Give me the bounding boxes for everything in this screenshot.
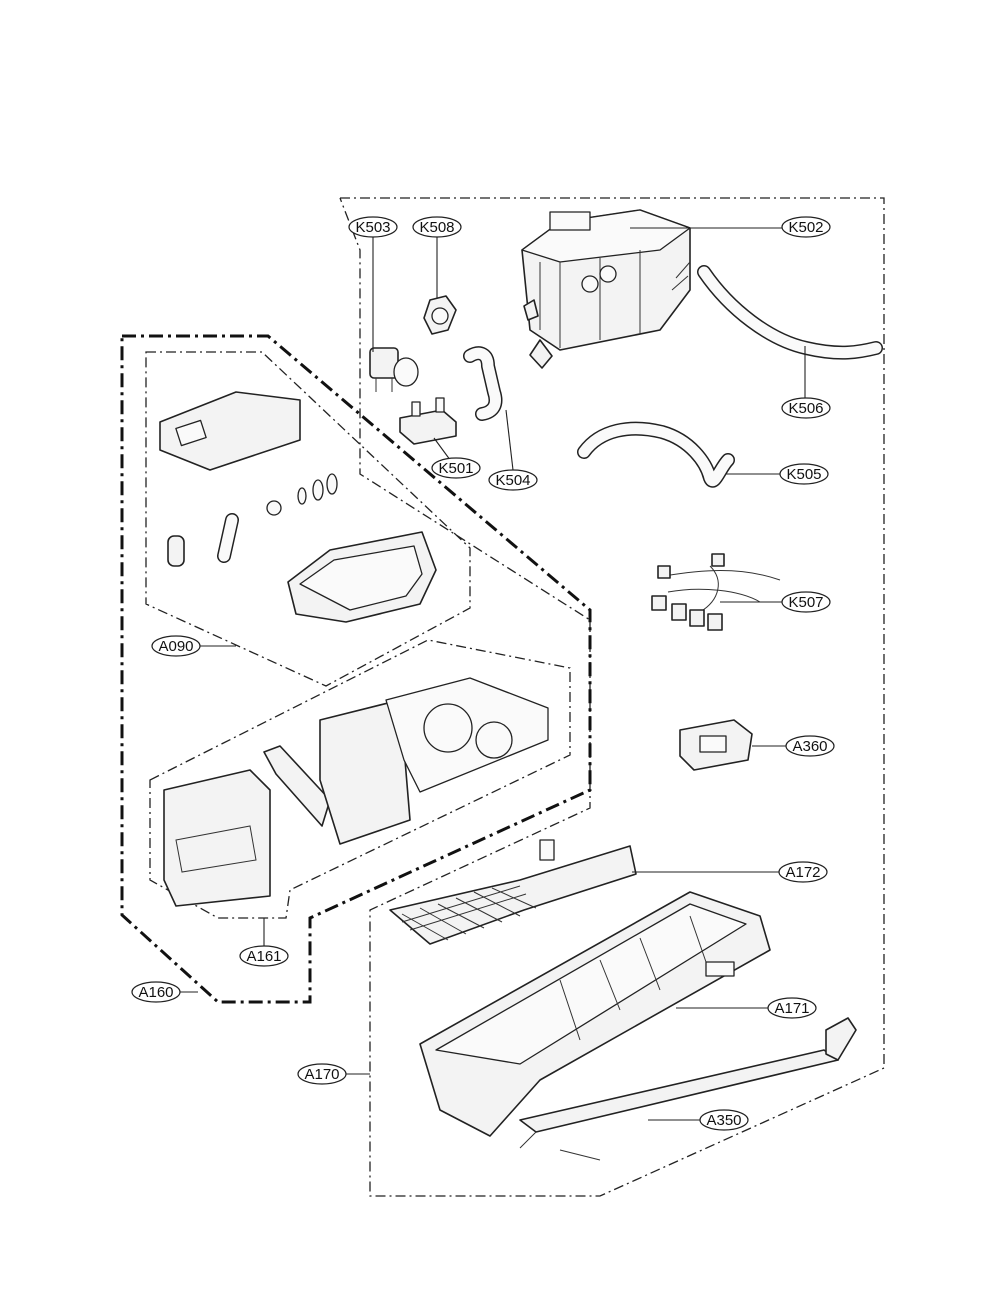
- boundary-a160: [120, 334, 592, 1004]
- svg-text:A090: A090: [158, 638, 193, 655]
- k503-valve: [369, 347, 419, 392]
- svg-text:K508: K508: [419, 219, 454, 236]
- svg-text:K507: K507: [788, 594, 823, 611]
- callout-a350: A350: [699, 1109, 749, 1131]
- svg-text:K502: K502: [788, 219, 823, 236]
- k507-harness: [651, 553, 781, 631]
- boundary-a090: [145, 351, 471, 687]
- svg-text:A350: A350: [706, 1112, 741, 1129]
- a172-cover: [389, 839, 637, 945]
- callout-k501: K501: [431, 457, 481, 479]
- k504-hose: [463, 346, 503, 421]
- a350-rail: [519, 1017, 857, 1161]
- callout-a360: A360: [785, 735, 835, 757]
- callout-a090: A090: [151, 635, 201, 657]
- svg-text:K503: K503: [355, 219, 390, 236]
- k501-bracket: [399, 397, 457, 445]
- svg-text:A160: A160: [138, 984, 173, 1001]
- a171-body: [419, 891, 771, 1137]
- callout-a160: A160: [131, 981, 181, 1003]
- callout-k505: K505: [779, 463, 829, 485]
- a360-sensor: [679, 719, 753, 771]
- callout-a170: A170: [297, 1063, 347, 1085]
- leader-lines: [180, 227, 806, 1121]
- svg-text:A171: A171: [774, 1000, 809, 1017]
- callout-a161: A161: [239, 945, 289, 967]
- a161-drawer: [163, 677, 549, 907]
- svg-text:A170: A170: [304, 1066, 339, 1083]
- svg-text:A172: A172: [785, 864, 820, 881]
- k502-tank: [521, 209, 691, 369]
- k508-clamp: [423, 295, 457, 335]
- callout-k502: K502: [781, 216, 831, 238]
- callout-k507: K507: [781, 591, 831, 613]
- callout-a171: A171: [767, 997, 817, 1019]
- boundary-k-group: [339, 197, 885, 1197]
- callout-k504: K504: [488, 469, 538, 491]
- svg-text:K505: K505: [786, 466, 821, 483]
- callout-a172: A172: [778, 861, 828, 883]
- k505-hose: [577, 421, 735, 488]
- callout-k503: K503: [348, 216, 398, 238]
- svg-text:K504: K504: [495, 472, 530, 489]
- callout-k506: K506: [781, 397, 831, 419]
- k506-hose: [697, 265, 883, 360]
- callout-k508: K508: [412, 216, 462, 238]
- svg-text:A161: A161: [246, 948, 281, 965]
- svg-text:K506: K506: [788, 400, 823, 417]
- a090-assembly: [159, 391, 437, 623]
- svg-text:A360: A360: [792, 738, 827, 755]
- svg-text:K501: K501: [438, 460, 473, 477]
